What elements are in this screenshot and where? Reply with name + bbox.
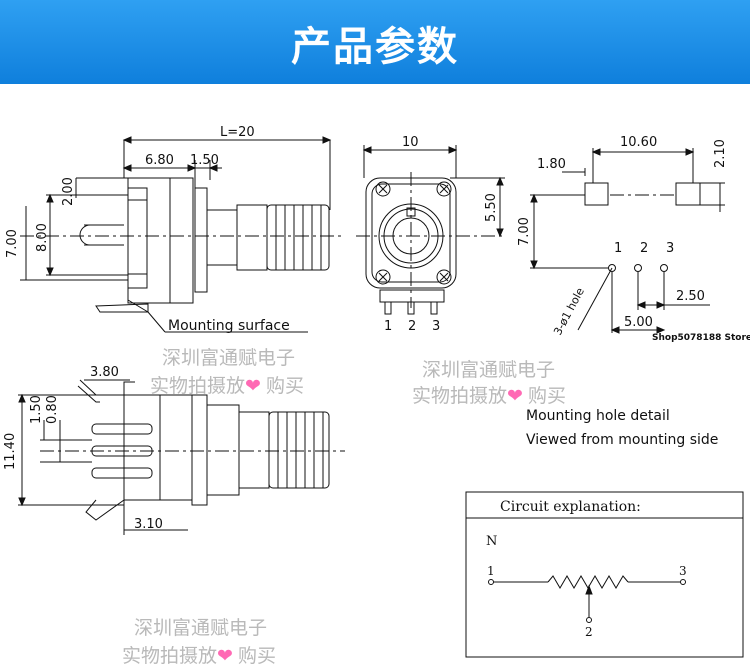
dim-left-c: 7.00	[5, 229, 20, 258]
hole-callout: 3-ø1 hole	[551, 285, 587, 337]
bottom-dim-top: 3.80	[90, 365, 119, 380]
circuit-diagram	[465, 491, 744, 658]
hole-dim-span: 5.00	[624, 315, 653, 330]
circuit-n-label: N	[486, 534, 497, 549]
watermark-3: 深圳富通赋电子 实物拍摄放 ❤ 购买	[122, 617, 276, 667]
circuit-pin-3: 3	[679, 564, 687, 578]
hole-pin-3: 3	[666, 241, 674, 256]
svg-text:购买: 购买	[266, 375, 304, 397]
front-width: 10	[402, 135, 419, 150]
circuit-title: Circuit explanation:	[500, 499, 641, 515]
heart-icon: ❤	[217, 645, 233, 667]
hole-caption-2: Viewed from mounting side	[526, 432, 718, 448]
svg-text:深圳富通赋电子: 深圳富通赋电子	[162, 347, 295, 369]
watermark-2: 深圳富通赋电子 实物拍摄放 ❤ 购买	[412, 359, 566, 407]
svg-text:实物拍摄放: 实物拍摄放	[412, 385, 507, 407]
heart-icon: ❤	[245, 375, 261, 397]
svg-text:深圳富通赋电子: 深圳富通赋电子	[422, 359, 555, 381]
svg-text:深圳富通赋电子: 深圳富通赋电子	[134, 617, 267, 639]
dim-top-b: 1.50	[190, 153, 219, 168]
dim-length: L=20	[220, 125, 255, 140]
bottom-dim-left-a: 1.50	[29, 395, 44, 424]
hole-caption-1: Mounting hole detail	[526, 408, 670, 424]
dim-top-a: 6.80	[145, 153, 174, 168]
hole-pin-1: 1	[614, 241, 622, 256]
dim-left-b: 8.00	[35, 223, 50, 252]
dim-left-a: 2.00	[61, 177, 76, 206]
bottom-dim-bottom: 3.10	[134, 517, 163, 532]
heart-icon: ❤	[507, 385, 523, 407]
header-banner: 产品参数	[0, 0, 750, 84]
hole-dim-top: 10.60	[620, 135, 657, 150]
store-label: Shop5078188 Store	[652, 333, 750, 343]
front-view	[356, 145, 505, 315]
watermark-1: 深圳富通赋电子 实物拍摄放 ❤ 购买	[150, 347, 304, 397]
front-pin-1: 1	[384, 319, 392, 334]
circuit-pin-2: 2	[585, 625, 593, 639]
bottom-dim-left-b: 0.80	[45, 395, 60, 424]
circuit-pin-1: 1	[487, 564, 495, 578]
hole-dim-right: 2.10	[713, 139, 728, 168]
hole-detail	[530, 148, 725, 334]
hole-pin-2: 2	[640, 241, 648, 256]
svg-text:实物拍摄放: 实物拍摄放	[122, 645, 217, 667]
mounting-surface-label: Mounting surface	[168, 318, 290, 334]
svg-text:购买: 购买	[528, 385, 566, 407]
hole-dim-pitch: 2.50	[676, 289, 705, 304]
bottom-view	[18, 379, 345, 535]
svg-text:购买: 购买	[238, 645, 276, 667]
front-pin-2: 2	[408, 319, 416, 334]
bottom-dim-left-c: 11.40	[3, 433, 18, 470]
hole-dim-left-a: 1.80	[537, 157, 566, 172]
front-height: 5.50	[484, 193, 499, 222]
svg-text:实物拍摄放: 实物拍摄放	[150, 375, 245, 397]
page-title: 产品参数	[291, 24, 459, 70]
front-pin-3: 3	[432, 319, 440, 334]
hole-dim-left-b: 7.00	[517, 217, 532, 246]
side-view	[20, 136, 345, 333]
